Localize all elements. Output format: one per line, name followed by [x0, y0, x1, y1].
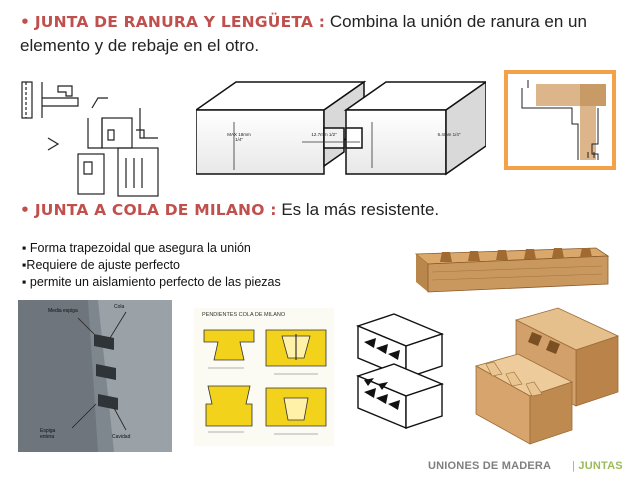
dovetail-board-photo [412, 238, 612, 294]
footer-right: JUNTAS [578, 460, 623, 472]
label-media-espiga: Media espiga [48, 308, 78, 314]
label-cola: Cola [114, 304, 125, 310]
section1-title: JUNTA DE RANURA Y LENGÜETA : [34, 13, 326, 31]
feature-item: ▪ permite un aislamiento perfecto de las… [22, 275, 281, 289]
footer-left: UNIONES DE MADERA [428, 460, 551, 472]
section1-bullet: • [20, 13, 31, 31]
section2-bullet: • [20, 201, 31, 219]
dovetail-zigzag-illustration [354, 312, 446, 436]
tongue-groove-sketch [18, 78, 170, 198]
dovetail-gray-photo: Media espiga Cola Espiga entera Cavidad [18, 300, 172, 452]
dovetail-wood-3d [462, 306, 620, 448]
section2-title: JUNTA A COLA DE MILANO : [34, 201, 277, 219]
footer-separator: | [572, 460, 576, 472]
footer: UNIONES DE MADERA | JUNTAS [428, 460, 623, 472]
dim-label-right: 6.4mm 1/4" [437, 132, 461, 137]
section1-text-line2: elemento y de rebaje en el otro. [20, 36, 260, 55]
label-cavidad: Cavidad [112, 434, 131, 440]
section1-text-line1: Combina la unión de ranura en un [329, 12, 587, 31]
dim-label-mid: 12.7mm 1/2" [311, 132, 337, 137]
tongue-groove-diagram: MAX 18mm 1/4" 12.7mm 1/2" 6.4mm 1/4" [196, 78, 486, 178]
label-espiga-entera: Espiga entera [40, 428, 56, 440]
feature-item: ▪Requiere de ajuste perfecto [22, 258, 181, 272]
section2-heading: • JUNTA A COLA DE MILANO : Es la más res… [20, 198, 632, 222]
feature-list: ▪ Forma trapezoidal que asegura la unión… [22, 240, 281, 291]
section2-text: Es la más resistente. [281, 200, 440, 219]
feature-item: ▪ Forma trapezoidal que asegura la unión [22, 241, 251, 255]
dovetail-slope-sketch: PENDIENTES COLA DE MILANO [194, 308, 334, 446]
tongue-groove-photo [504, 70, 616, 170]
section1-heading: • JUNTA DE RANURA Y LENGÜETA : Combina l… [20, 10, 632, 57]
sketch-title: PENDIENTES COLA DE MILANO [202, 312, 286, 318]
dim-label-left: MAX 18mm 1/4" [227, 132, 251, 142]
